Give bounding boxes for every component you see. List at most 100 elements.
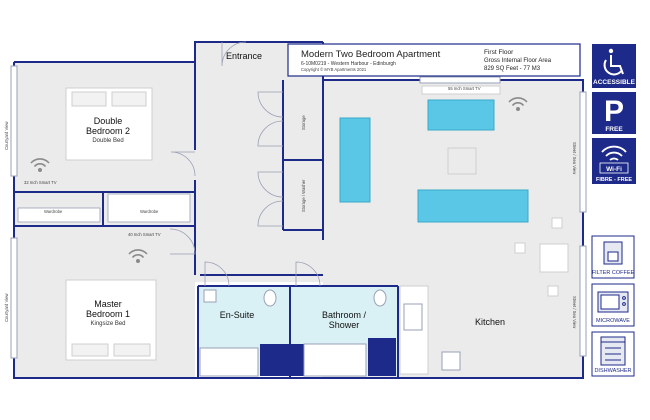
door-storage-2b (257, 200, 284, 227)
door-master (169, 228, 196, 255)
window-bedroom-2 (10, 65, 18, 177)
title-block: Modern Two Bedroom Apartment 6-10M0219 -… (287, 43, 581, 77)
room-bathroom-2: Shower (329, 320, 360, 330)
annotation-courtyard-2: Courtyard View (4, 292, 9, 322)
window-top (419, 76, 501, 84)
toilet-bathroom (373, 289, 387, 307)
shower-tray-ensuite (199, 347, 259, 377)
window-master (10, 237, 18, 359)
bath-fixtures (199, 289, 396, 377)
filter-coffee-label: FILTER COFFEE (592, 270, 635, 276)
living-furniture (339, 85, 569, 297)
bed-double-pillow-1 (71, 91, 107, 107)
title-frame (287, 43, 581, 77)
annotation-street-sea-2: Street / Sea View (572, 296, 577, 329)
title-area-value: 829 SQ Feet - 77 M3 (484, 66, 541, 72)
dining-table (539, 243, 569, 273)
wall-outer-top-left (14, 41, 323, 63)
room-kitchen: Kitchen (475, 317, 505, 327)
bath-dark-block (368, 338, 396, 376)
annotation-tv-master: 40 Inch Smart TV (128, 232, 161, 237)
sofa-left (339, 117, 371, 203)
sofa-top (427, 99, 495, 131)
coffee-machine-icon (603, 241, 623, 265)
wifi-markers (30, 97, 528, 264)
tv-unit (421, 85, 501, 95)
microwave-icon (597, 291, 629, 313)
beds (65, 87, 157, 361)
annotation-tv-bedroom-2: 32 Inch Smart TV (24, 180, 57, 185)
bath-tub (303, 343, 367, 377)
amenities-sidebar: ACCESSIBLE P FREE Wi-Fi FIBRE - FREE FIL… (591, 44, 636, 377)
coffee-table (447, 147, 477, 175)
wifi-badge (592, 138, 636, 184)
annotation-street-sea-1: Street / Sea View (572, 142, 577, 175)
parking-badge (592, 92, 636, 134)
title-text: Modern Two Bedroom Apartment (301, 49, 441, 60)
annotations: 32 Inch Smart TV 40 Inch Smart TV 55 Inc… (4, 86, 577, 329)
room-master-1: Master (94, 299, 122, 309)
shower-screen-dark (260, 344, 304, 376)
windows (10, 65, 587, 359)
title-area-label: Gross Internal Floor Area (484, 58, 552, 64)
title-copyright: Copyright © MYB Apartments 2021 (301, 67, 367, 72)
chair-2 (547, 285, 559, 297)
room-ensuite: En-Suite (220, 310, 255, 320)
door-storage-1a (257, 91, 284, 118)
wardrobe-bedroom-2 (107, 193, 191, 223)
bed-master-pillow-1 (71, 343, 109, 357)
accessible-label: ACCESSIBLE (593, 79, 636, 86)
wifi-label: FIBRE - FREE (596, 177, 632, 183)
chair-3 (551, 217, 563, 229)
window-living-2 (579, 245, 587, 357)
wardrobe-master (17, 207, 101, 223)
kitchen-hob (441, 351, 461, 371)
annotation-tv-living: 55 Inch Smart TV (448, 86, 481, 91)
sofa-right (417, 189, 529, 223)
room-double-bed: Double Bed (92, 138, 123, 144)
wheelchair-icon (603, 48, 624, 76)
window-living-1 (579, 91, 587, 213)
door-storage-1b (257, 120, 284, 147)
annotation-storage-2: Storage / Washer (301, 179, 306, 212)
title-floor: First Floor (484, 49, 514, 56)
wifi-text-box (599, 162, 629, 174)
door-bathroom (295, 261, 321, 287)
wifi-icon (128, 249, 148, 264)
annotation-wardrobe-1: Wardrobe (44, 209, 63, 214)
sink-ensuite (203, 289, 217, 303)
wardrobes (17, 193, 191, 223)
room-master-bed: Kingsize Bed (90, 321, 125, 327)
annotation-wardrobe-2: Wardrobe (140, 209, 159, 214)
annotation-courtyard-1: Courtyard View (4, 120, 9, 150)
floor-hall (195, 42, 323, 282)
room-labels: Entrance Double Bedroom 2 Double Bed Mas… (86, 51, 505, 330)
wifi-badge-text: Wi-Fi (606, 166, 622, 173)
room-entrance: Entrance (226, 51, 262, 61)
parking-label: FREE (605, 126, 623, 133)
room-bathroom-1: Bathroom / (322, 310, 367, 320)
title-ref: 6-10M0219 - Western Harbour - Edinburgh (301, 61, 396, 67)
kitchen-sink (403, 303, 423, 331)
door-storage-2a (257, 171, 284, 198)
wifi-icon (508, 97, 528, 112)
dishwasher-icon (600, 336, 626, 366)
door-entrance (221, 41, 247, 67)
bed-master-pillow-2 (113, 343, 151, 357)
chair-1 (514, 242, 526, 254)
room-double-1: Double (94, 116, 123, 126)
wifi-icon (601, 145, 627, 161)
door-ensuite (204, 261, 230, 287)
kitchen-appliances (403, 303, 461, 371)
door-bedroom-2 (170, 151, 196, 177)
annotation-storage-1: Storage (301, 115, 306, 130)
wifi-icon (30, 158, 50, 173)
toilet-ensuite (263, 289, 277, 307)
room-double-2: Bedroom 2 (86, 126, 130, 136)
doors (169, 41, 321, 287)
room-master-2: Bedroom 1 (86, 309, 130, 319)
parking-icon: P (604, 95, 624, 128)
microwave-label: MICROWAVE (596, 318, 630, 324)
bed-double-pillow-2 (111, 91, 147, 107)
